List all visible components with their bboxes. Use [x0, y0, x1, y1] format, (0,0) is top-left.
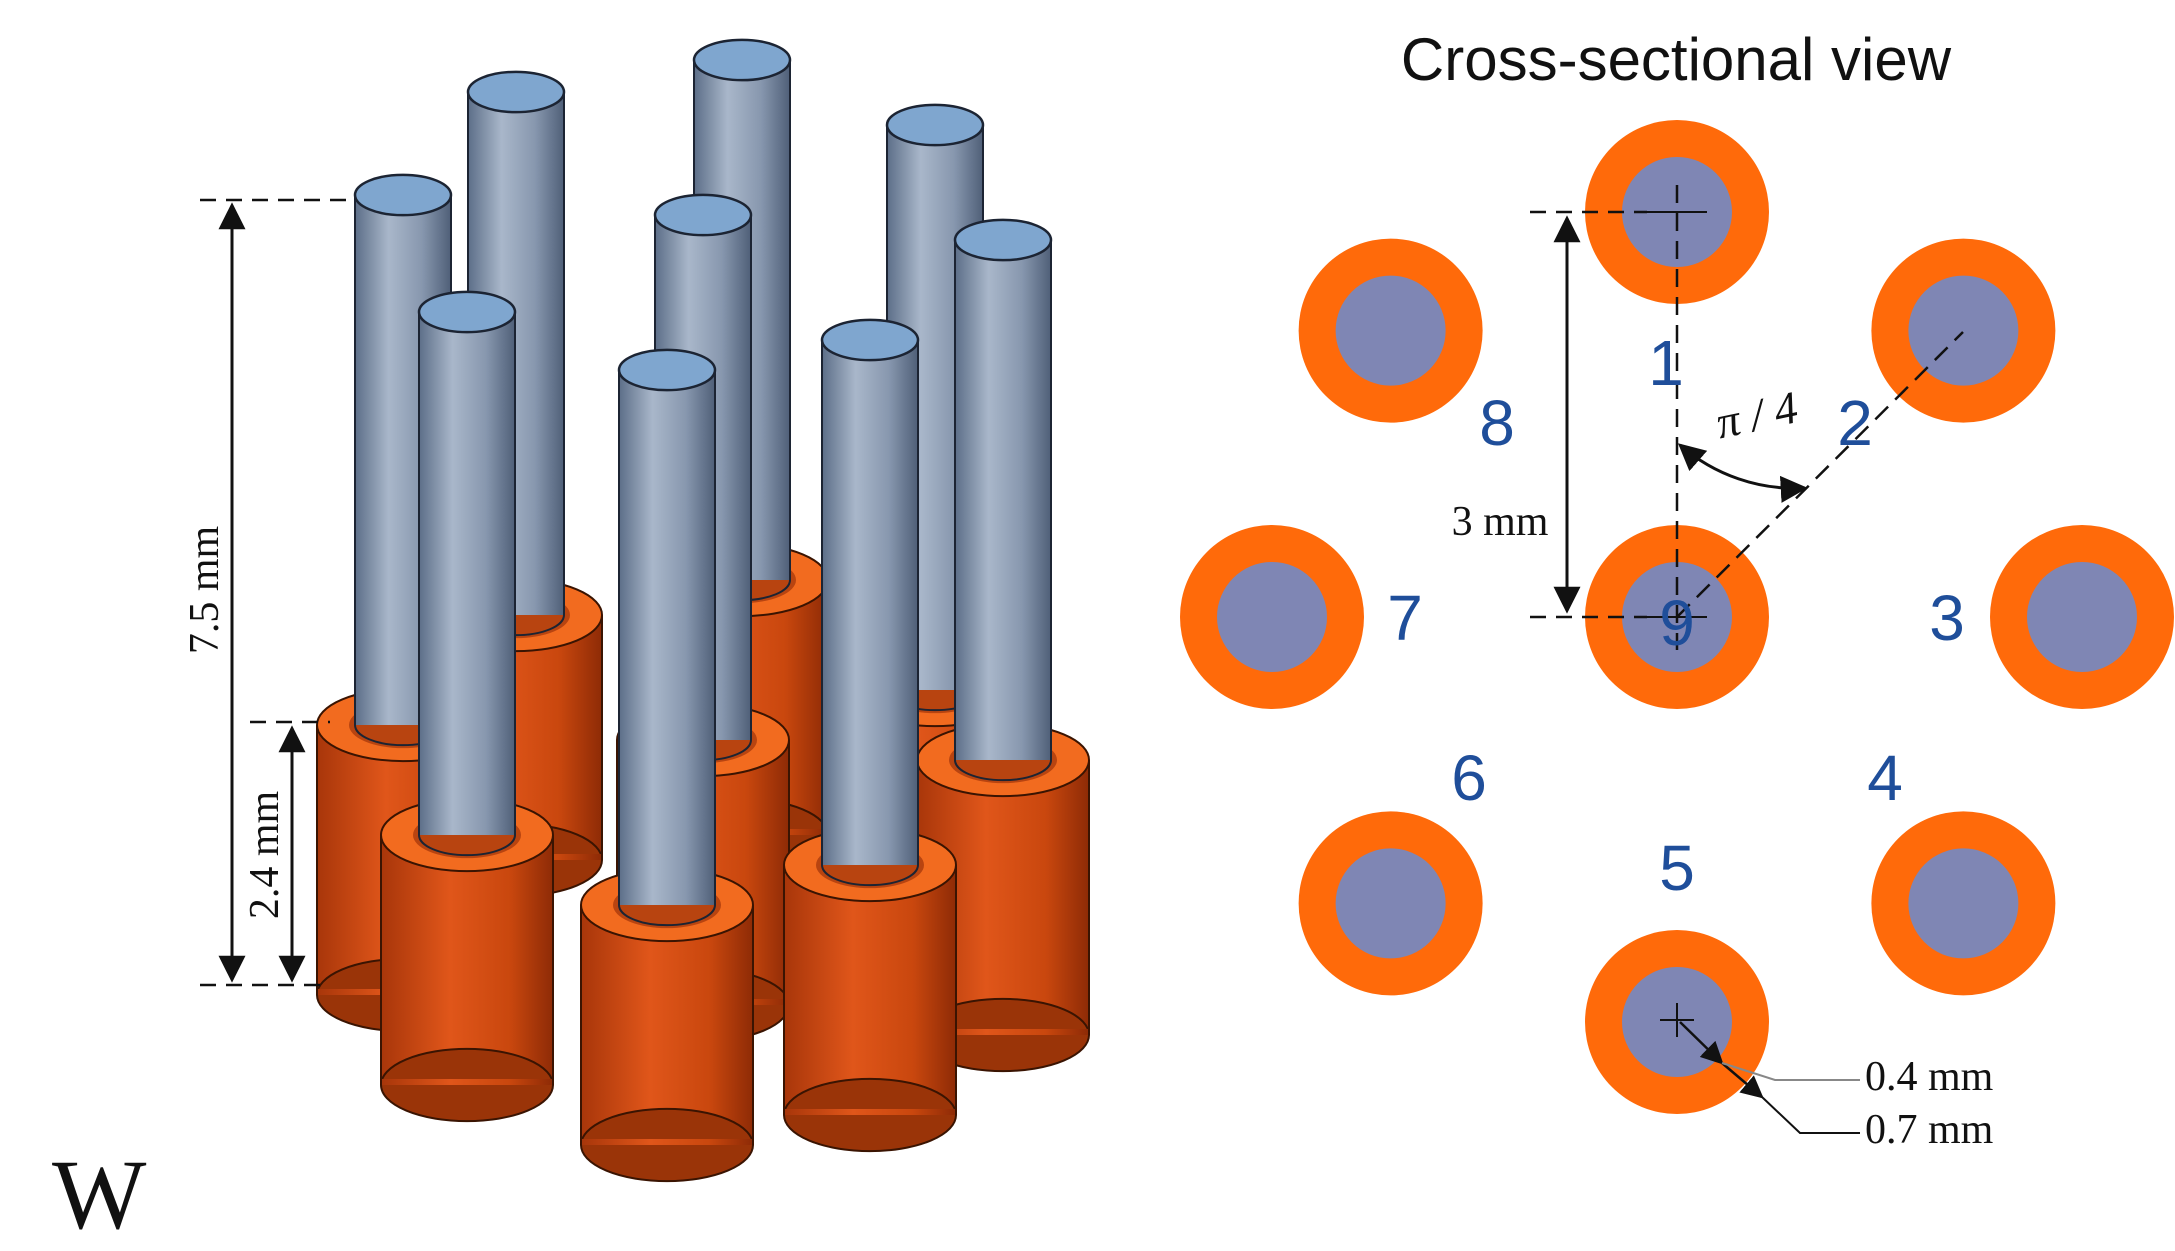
- cross-section-rod-4: [1871, 811, 2056, 996]
- rod-number-3: 3: [1929, 582, 1965, 654]
- rod-number-5: 5: [1659, 832, 1695, 904]
- angle-label: π / 4: [1711, 381, 1802, 448]
- 3d-rod-bundle-view: [316, 38, 1090, 1183]
- rod-number-2: 2: [1837, 387, 1873, 459]
- rod-number-7: 7: [1387, 582, 1423, 654]
- inner-radius-label: 0.4 mm: [1865, 1054, 1994, 1100]
- rod-number-6: 6: [1451, 742, 1487, 814]
- rod-3d: [380, 290, 554, 1123]
- rod-number-4: 4: [1867, 742, 1903, 814]
- sleeve-height-label: 2.4 mm: [242, 791, 288, 920]
- rod-height-label: 7.5 mm: [182, 526, 228, 655]
- pitch-label: 3 mm: [1452, 499, 1549, 545]
- rod-3d: [580, 348, 754, 1183]
- cross-section-rod-7: [1180, 525, 1364, 709]
- outer-radius-label: 0.7 mm: [1865, 1107, 1994, 1153]
- cross-section-rod-3: [1990, 525, 2174, 709]
- cross-section-rod-8: [1298, 238, 1483, 423]
- figure-letter: W: [52, 1139, 147, 1250]
- rod-3d: [783, 318, 957, 1153]
- cross-section-rod-6: [1298, 811, 1483, 996]
- sleeve-height-dimension: 2.4 mm: [242, 720, 330, 983]
- rod-number-9: 9: [1659, 587, 1695, 659]
- rod-number-8: 8: [1479, 387, 1515, 459]
- rod-number-1: 1: [1648, 327, 1684, 399]
- rod-height-dimension: 7.5 mm: [182, 198, 355, 987]
- construction-lines: [1530, 185, 1964, 1134]
- cross-section-diagram: [1180, 120, 2174, 1114]
- cross-section-title: Cross-sectional view: [1401, 26, 1952, 93]
